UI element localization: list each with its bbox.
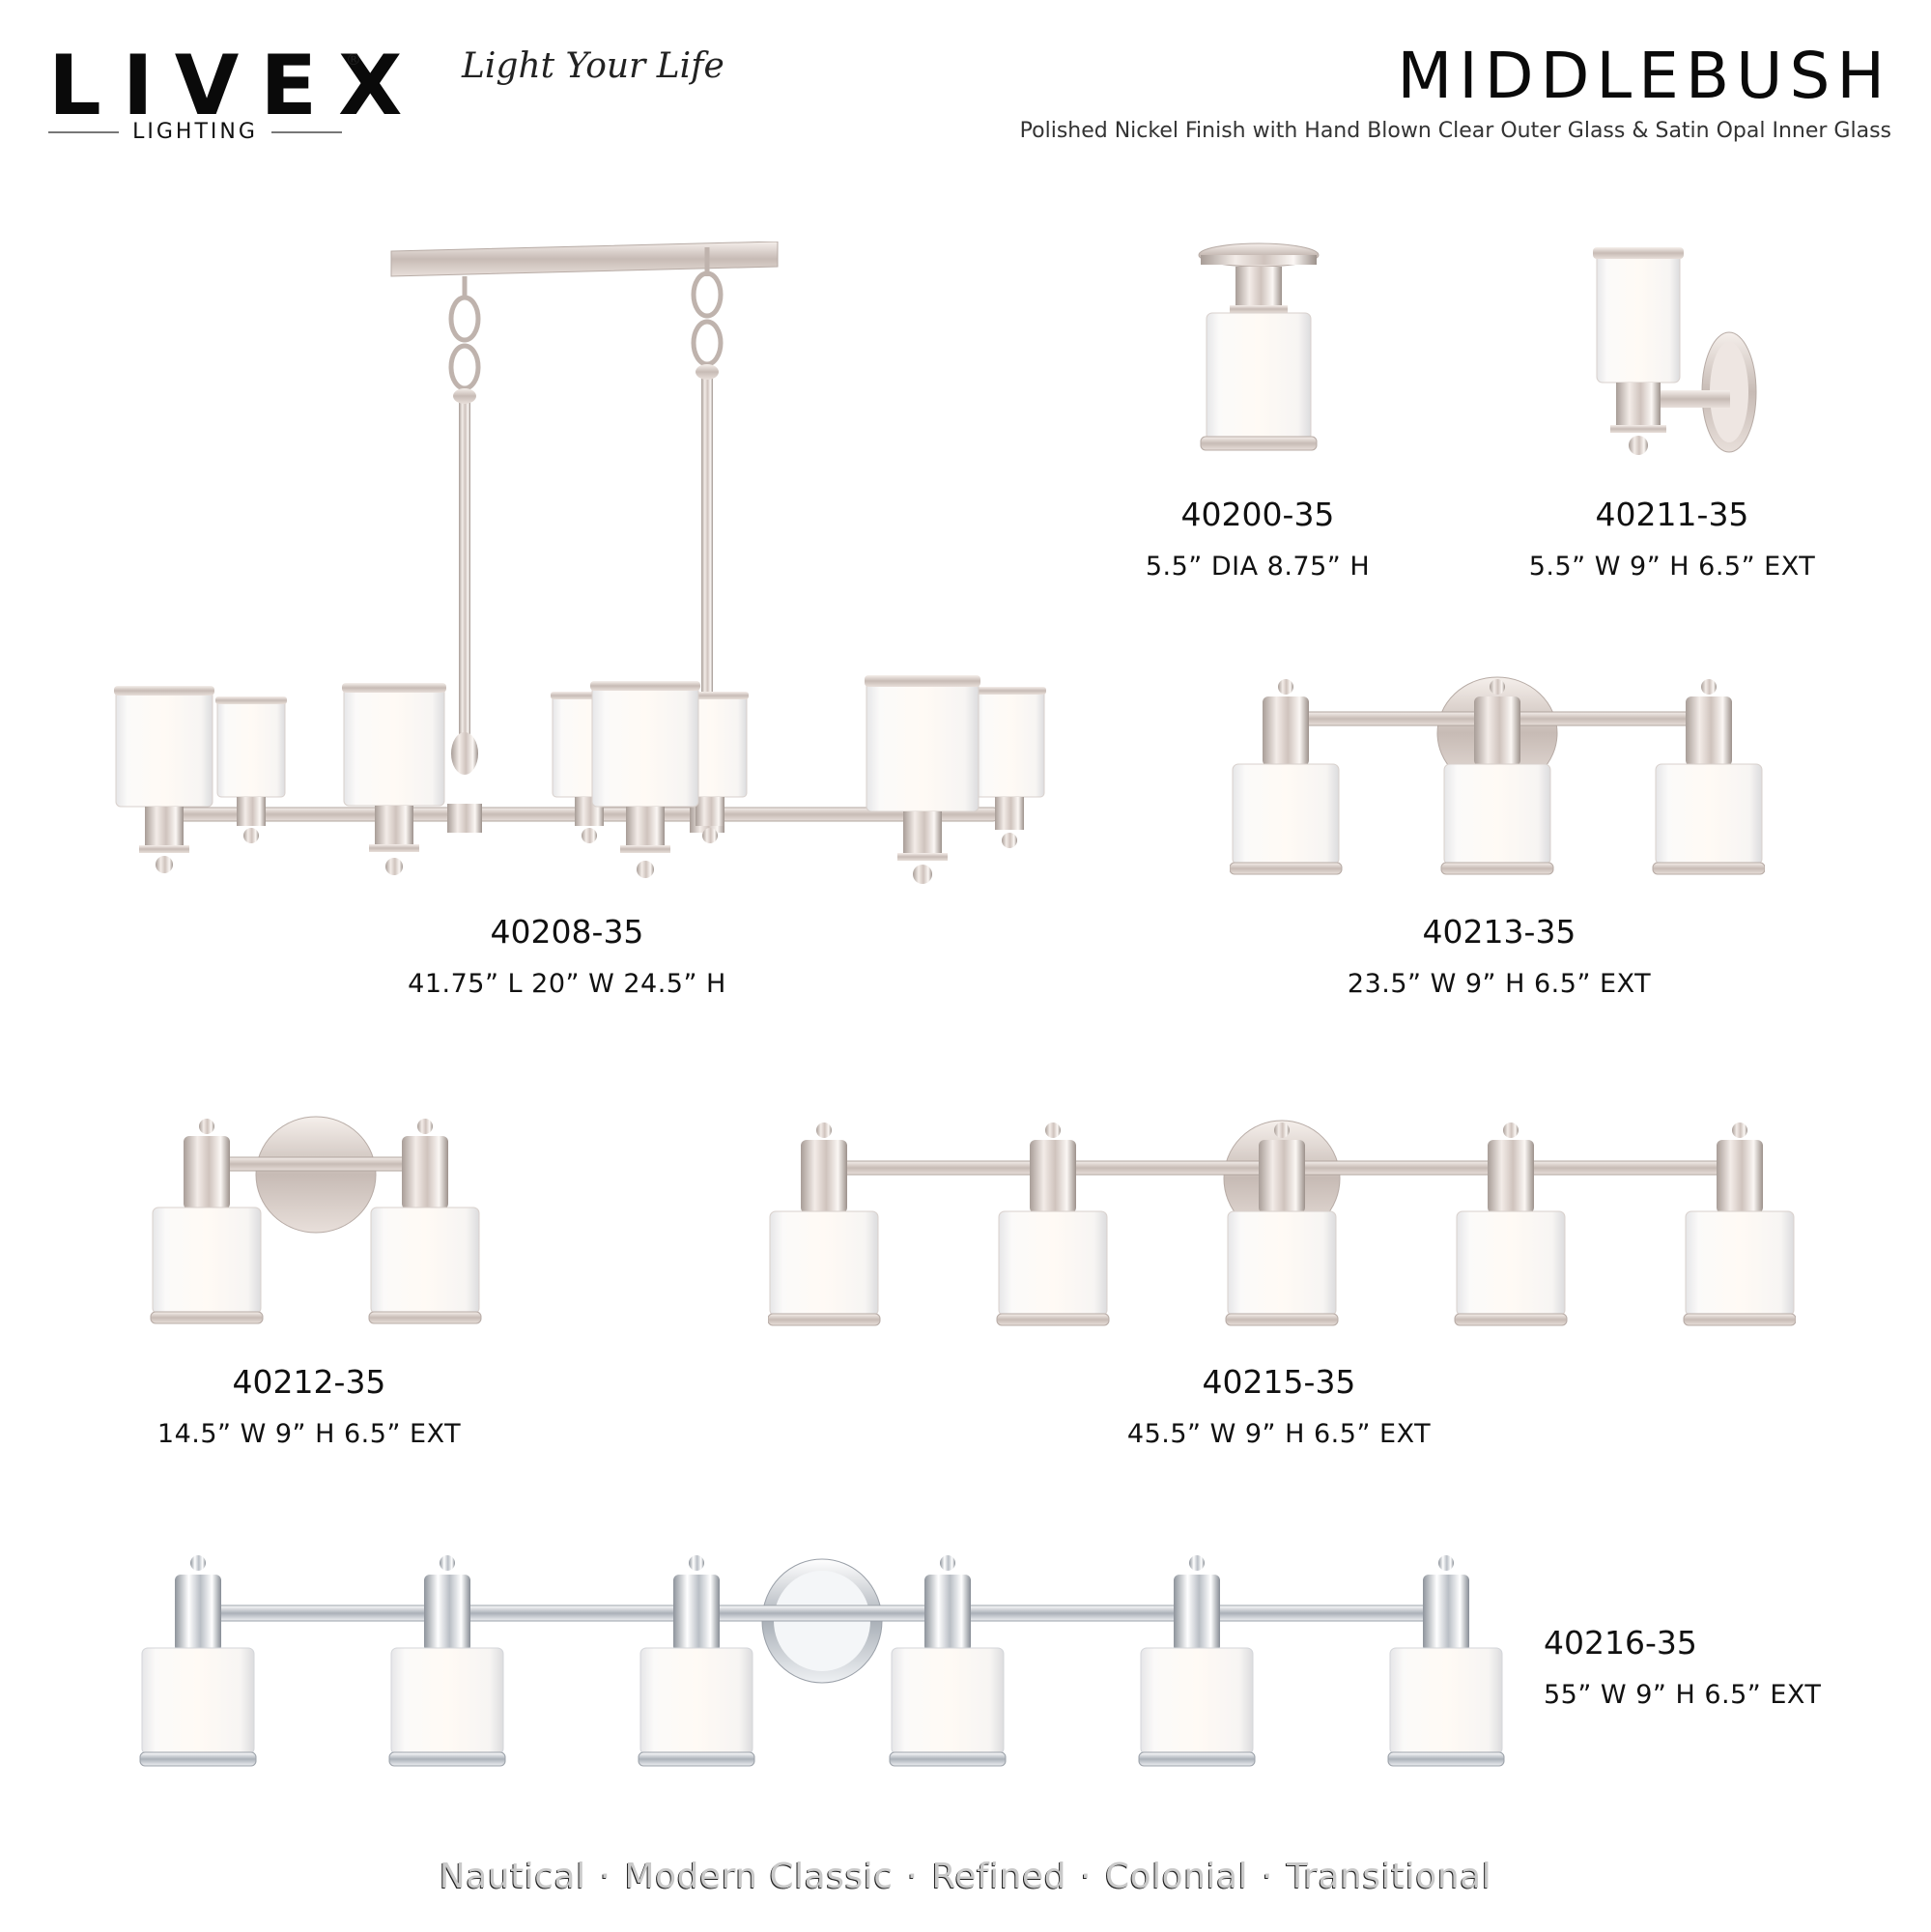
style-tag: Transitional	[1287, 1857, 1492, 1896]
style-tags: Nautical · Modern Classic · Refined · Colonial…	[0, 1857, 1931, 1896]
product-dimensions: 14.5” W 9” H 6.5” EXT	[156, 1419, 462, 1449]
style-tag: Refined	[931, 1857, 1067, 1896]
style-tag: Colonial	[1105, 1857, 1249, 1896]
separator: ·	[1262, 1857, 1274, 1896]
product-sku: 40216-35	[1544, 1624, 1697, 1662]
product-dimensions: 5.5” DIA 8.75” H	[1145, 552, 1371, 582]
product-sku: 40208-35	[490, 913, 644, 951]
registered-mark: ®	[346, 50, 361, 69]
product-dimensions: 5.5” W 9” H 6.5” EXT	[1528, 552, 1816, 582]
finish-description: Polished Nickel Finish with Hand Blown C…	[1019, 119, 1891, 143]
separator: ·	[906, 1857, 919, 1896]
product-sku: 40215-35	[1202, 1363, 1356, 1401]
separator: ·	[599, 1857, 611, 1896]
separator: ·	[1080, 1857, 1093, 1896]
product-sku: 40213-35	[1422, 913, 1576, 951]
vanity-40215-image	[768, 1119, 1796, 1331]
product-dimensions: 45.5” W 9” H 6.5” EXT	[1126, 1419, 1432, 1449]
product-sku: 40212-35	[232, 1363, 386, 1401]
divider	[48, 130, 120, 133]
brand-logo: LIVEX	[48, 38, 424, 134]
sconce-40211-image	[1589, 247, 1758, 461]
flush-mount-40200-image	[1195, 242, 1322, 465]
brand-sub: LIGHTING	[48, 120, 342, 144]
vanity-40212-image	[149, 1115, 483, 1329]
product-dimensions: 55” W 9” H 6.5” EXT	[1544, 1680, 1822, 1710]
collection-title: MIDDLEBUSH	[1397, 39, 1891, 113]
vanity-40216-image	[130, 1551, 1514, 1774]
product-dimensions: 23.5” W 9” H 6.5” EXT	[1347, 969, 1652, 999]
product-sku: 40200-35	[1180, 496, 1335, 533]
slogan: Light Your Life	[462, 46, 724, 86]
style-tag: Modern Classic	[624, 1857, 894, 1896]
chandelier-40208-image	[111, 242, 1053, 886]
style-tag: Nautical	[439, 1857, 586, 1896]
product-dimensions: 41.75” L 20” W 24.5” H	[408, 969, 726, 999]
vanity-40213-image	[1230, 675, 1765, 877]
brand-sub-text: LIGHTING	[132, 120, 258, 144]
divider	[270, 130, 342, 133]
product-sku: 40211-35	[1595, 496, 1749, 533]
